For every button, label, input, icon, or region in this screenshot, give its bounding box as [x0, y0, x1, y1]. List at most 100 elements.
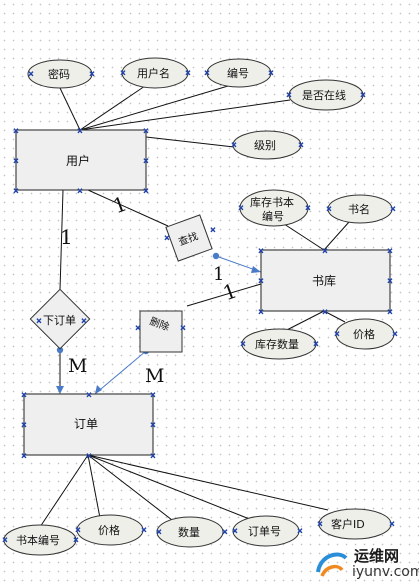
attr-quantity-label: 数量 — [178, 526, 200, 539]
svg-text:×: × — [258, 308, 264, 316]
attr-level-label: 级别 — [254, 139, 276, 152]
entity-user-label: 用户 — [66, 153, 90, 168]
order-attribute-connectors — [39, 454, 329, 528]
svg-text:×: × — [258, 277, 264, 285]
svg-text:×: × — [89, 70, 95, 78]
relationship-query[interactable]: 查找 — [165, 214, 213, 262]
svg-text:×: × — [297, 527, 303, 535]
attr-stock-book-no[interactable]: 库存书本 编号 — [239, 189, 309, 227]
svg-text:×: × — [286, 91, 292, 99]
entity-user[interactable]: 用户 — [15, 129, 147, 191]
attr-password[interactable]: 密码 — [27, 59, 93, 89]
attr-quantity[interactable]: 数量 — [156, 516, 224, 548]
svg-text:×: × — [28, 70, 34, 78]
svg-text:×: × — [322, 247, 328, 255]
attr-book-name-label: 书名 — [348, 202, 370, 216]
svg-text:×: × — [334, 330, 340, 338]
svg-text:×: × — [387, 277, 393, 285]
attr-library-price-label: 价格 — [353, 327, 375, 341]
card-user-order: 1 — [60, 225, 73, 249]
svg-text:×: × — [143, 157, 149, 165]
attr-customer-id[interactable]: 客户ID — [318, 508, 392, 540]
attr-order-no[interactable]: 订单号 — [232, 515, 300, 547]
attr-order-book-no-label: 书本编号 — [16, 533, 60, 547]
attr-order-price[interactable]: 价格 — [76, 514, 144, 546]
attr-customer-id-label: 客户ID — [331, 517, 365, 531]
svg-text:×: × — [240, 340, 246, 348]
relationship-connectors — [56, 189, 262, 395]
card-order-place: M — [68, 355, 87, 377]
svg-text:×: × — [141, 526, 147, 534]
svg-text:×: × — [143, 127, 149, 135]
svg-text:×: × — [313, 340, 319, 348]
svg-text:×: × — [86, 452, 92, 460]
svg-text:×: × — [298, 141, 304, 149]
attr-online-label: 是否在线 — [302, 88, 346, 102]
card-query-library: 1 — [213, 264, 224, 285]
svg-text:×: × — [135, 324, 141, 332]
entity-library[interactable]: 书库 — [260, 249, 391, 312]
watermark-text-en: iyunv.com — [352, 564, 419, 580]
relationship-delete[interactable]: 删除 — [139, 310, 183, 353]
svg-text:×: × — [317, 520, 323, 528]
attr-username[interactable]: 用户名 — [121, 57, 189, 89]
entity-order[interactable]: 订单 — [23, 393, 154, 456]
svg-text:×: × — [86, 391, 92, 399]
svg-text:×: × — [222, 528, 228, 536]
attr-level[interactable]: 级别 — [232, 130, 302, 160]
svg-text:×: × — [387, 247, 393, 255]
card-user-query: 1 — [110, 191, 130, 218]
svg-text:×: × — [13, 157, 19, 165]
svg-text:×: × — [73, 536, 79, 544]
svg-text:×: × — [268, 69, 274, 77]
attr-order-no-label: 订单号 — [248, 525, 281, 538]
watermark: 运维网 iyunv.com — [312, 544, 419, 584]
attr-book-name[interactable]: 书名 — [327, 194, 393, 224]
svg-text:×: × — [120, 69, 126, 77]
svg-text:×: × — [2, 536, 8, 544]
svg-text:×: × — [21, 452, 27, 460]
svg-text:×: × — [164, 234, 170, 242]
svg-text:×: × — [156, 528, 162, 536]
svg-text:×: × — [81, 317, 87, 325]
svg-text:×: × — [21, 421, 27, 429]
attr-order-price-label: 价格 — [98, 523, 120, 537]
svg-text:×: × — [150, 421, 156, 429]
svg-text:×: × — [36, 317, 42, 325]
svg-text:×: × — [180, 324, 186, 332]
relationship-place-order[interactable]: 下订单 — [29, 288, 91, 350]
svg-text:×: × — [13, 127, 19, 135]
relationship-place-order-label: 下订单 — [43, 314, 76, 327]
entity-library-label: 书库 — [312, 273, 336, 288]
attr-online[interactable]: 是否在线 — [288, 79, 364, 111]
user-attribute-connectors — [59, 85, 291, 148]
svg-text:×: × — [322, 308, 328, 316]
card-order-delete: M — [145, 365, 164, 387]
attr-number[interactable]: 编号 — [206, 58, 272, 88]
selection-handles: × × × × × × × × × × × × × × × × × × × × × × × × × × ×… — [2, 69, 399, 545]
watermark-logo-icon — [316, 552, 348, 577]
watermark-text-cn: 运维网 — [354, 547, 400, 565]
svg-text:×: × — [77, 127, 83, 135]
attr-stock-qty[interactable]: 库存数量 — [241, 328, 317, 360]
svg-text:×: × — [77, 187, 83, 195]
svg-text:×: × — [13, 187, 19, 195]
svg-text:×: × — [360, 91, 366, 99]
attr-order-book-no[interactable]: 书本编号 — [3, 524, 77, 556]
svg-text:×: × — [75, 526, 81, 534]
cardinality-labels: 1 1 1 1 M M — [60, 191, 240, 387]
attr-stock-qty-label: 库存数量 — [255, 337, 299, 351]
svg-text:×: × — [21, 391, 27, 399]
attr-number-label: 编号 — [227, 66, 249, 80]
card-delete-library: 1 — [220, 278, 240, 305]
svg-text:×: × — [389, 520, 395, 528]
svg-text:×: × — [210, 226, 216, 234]
svg-text:×: × — [390, 205, 396, 213]
svg-text:×: × — [150, 452, 156, 460]
attr-stock-book-no-line1: 库存书本 — [250, 195, 294, 209]
attr-library-price[interactable]: 价格 — [335, 318, 395, 350]
svg-text:×: × — [231, 141, 237, 149]
svg-text:×: × — [143, 187, 149, 195]
svg-text:×: × — [258, 247, 264, 255]
svg-text:×: × — [150, 391, 156, 399]
